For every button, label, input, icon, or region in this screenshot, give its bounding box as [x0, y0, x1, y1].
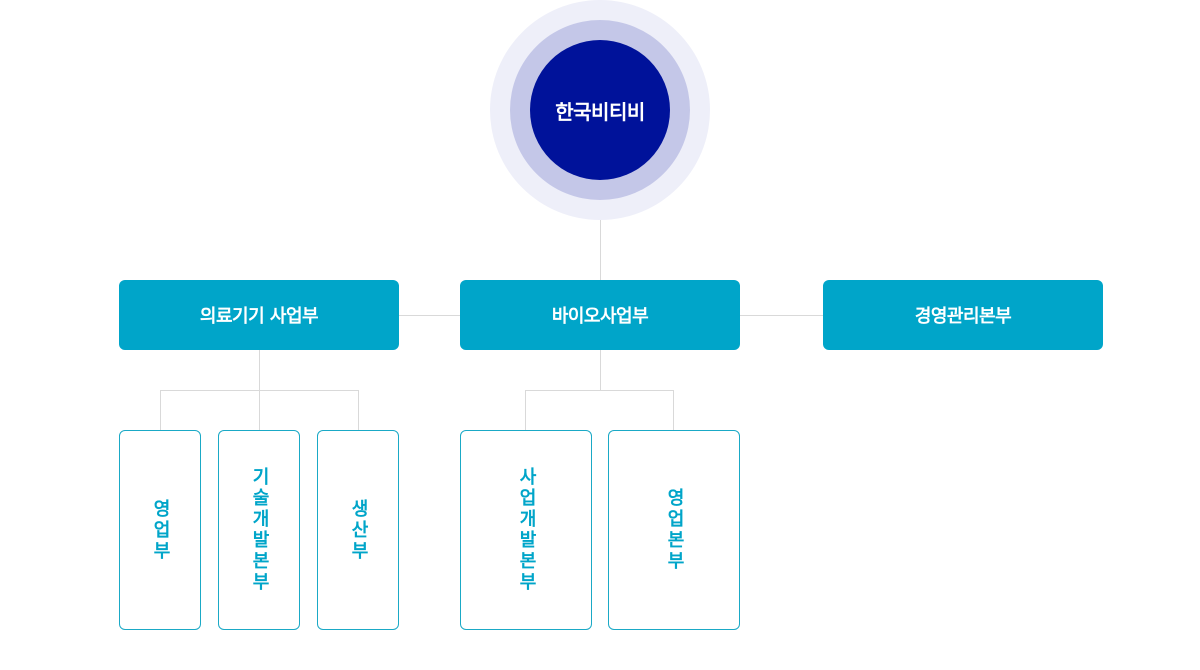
connector-bio-unit-2 — [673, 390, 674, 430]
unit-bio-business-development: 사업개발본부 — [460, 430, 592, 630]
unit-label: 사업개발본부 — [516, 467, 537, 593]
connector-medical-unit-2 — [259, 390, 260, 430]
unit-medical-production: 생산부 — [317, 430, 399, 630]
unit-label: 생산부 — [348, 498, 369, 562]
connector-bio-bar — [525, 390, 674, 391]
unit-label: 기술개발본부 — [249, 467, 270, 593]
connector-medical-stem — [259, 350, 260, 390]
root-label: 한국비티비 — [555, 99, 645, 124]
connector-bio-unit-1 — [525, 390, 526, 430]
unit-label: 영업본부 — [664, 488, 685, 572]
division-bio: 바이오사업부 — [460, 280, 740, 350]
division-management: 경영관리본부 — [823, 280, 1103, 350]
division-label: 의료기기 사업부 — [199, 306, 319, 327]
unit-medical-sales: 영업부 — [119, 430, 201, 630]
connector-medical-unit-1 — [160, 390, 161, 430]
division-medical-devices: 의료기기 사업부 — [119, 280, 399, 350]
connector-bio-stem — [600, 350, 601, 390]
connector-root-to-divisions — [600, 220, 601, 280]
division-label: 경영관리본부 — [914, 306, 1012, 327]
unit-medical-rnd: 기술개발본부 — [218, 430, 300, 630]
unit-label: 영업부 — [150, 498, 171, 562]
unit-bio-sales: 영업본부 — [608, 430, 740, 630]
division-label: 바이오사업부 — [551, 306, 649, 327]
root-node: 한국비티비 — [530, 40, 670, 180]
connector-medical-unit-3 — [358, 390, 359, 430]
